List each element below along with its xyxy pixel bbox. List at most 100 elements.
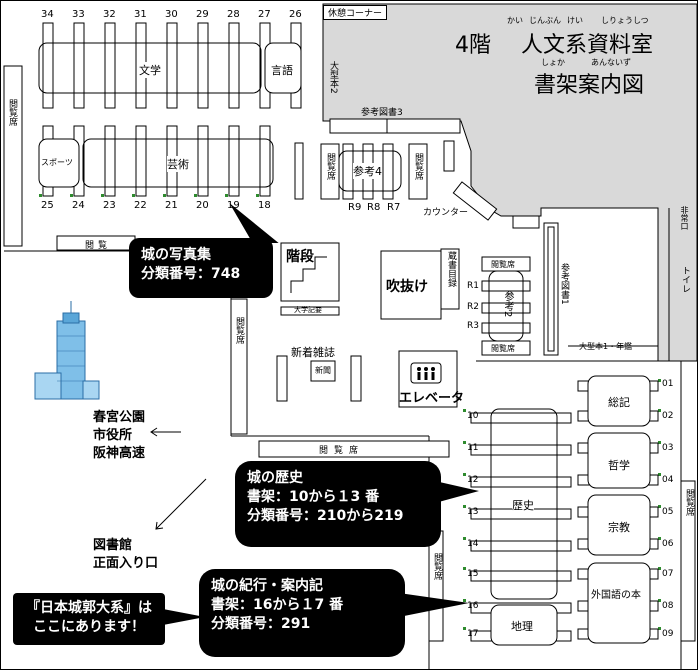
reading-left: 閲覧席: [7, 99, 17, 126]
shelf-number-mid-21: 21: [165, 200, 178, 211]
ref2-label: 参考2: [502, 291, 513, 318]
reading-horizontal: 閲覧席: [319, 446, 365, 456]
shelf-number-right-06: 06: [662, 539, 674, 549]
shelf-number-r-R2: R2: [467, 302, 479, 312]
literature-label: 文学: [139, 62, 161, 78]
religion-label: 宗教: [608, 521, 630, 534]
nihon-jokaku-line1: 『日本城郭大系』は: [26, 600, 152, 616]
shelf-number-ref-R9: R9: [348, 202, 362, 213]
reading-bottom-left: 閲覧: [85, 241, 112, 251]
shelf-number-right-09: 09: [662, 629, 674, 639]
reading-bottom: 閲覧席: [432, 553, 442, 580]
destination-park: 春宮公園: [93, 410, 146, 425]
shelf-number-top-32: 32: [103, 9, 116, 20]
foreign-label: 外国語の本: [591, 590, 641, 601]
univ-records-label: 大学記要: [294, 306, 322, 314]
shelf-number-history-14: 14: [467, 539, 479, 549]
shelf-number-history-15: 15: [467, 569, 479, 579]
shelf-number-right-01: 01: [662, 379, 674, 389]
destination-upper: 春宮公園 市役所 阪神高速: [93, 409, 145, 463]
shelf-number-history-10: 10: [467, 411, 479, 421]
shelf-number-mid-18: 18: [258, 200, 271, 211]
emergency-label: 非常口: [680, 206, 689, 230]
geography-label: 地理: [511, 620, 533, 633]
destination-main-entrance: 正面入り口: [93, 556, 159, 571]
toilet-label: トイレ: [680, 266, 690, 293]
shelf-number-top-27: 27: [258, 9, 271, 20]
shelf-number-right-05: 05: [662, 507, 674, 517]
ruby-line1-2: けい: [567, 16, 583, 25]
castle-travel-line3: 分類番号：291: [211, 616, 311, 632]
shelf-number-top-31: 31: [134, 9, 147, 20]
ruby-line1-1: じんぶん: [529, 16, 561, 25]
ruby-line1-3: しりょうしつ: [601, 16, 649, 25]
shelf-number-mid-24: 24: [72, 200, 85, 211]
callout-castle-history-pointer: [435, 481, 479, 503]
reading-ref2-bottom: 閲覧席: [491, 344, 515, 353]
ref1-label: 参考図書1: [559, 263, 569, 305]
shelf-number-mid-19: 19: [227, 200, 240, 211]
castle-photo-line1: 城の写真集: [141, 247, 211, 263]
castle-travel-line2: 書架：16から１7 番: [211, 597, 344, 613]
ruby-line2-0: しょか: [541, 58, 565, 67]
oversize2-label: 大型本2: [328, 61, 338, 94]
reading-ref-left: 閲覧席: [325, 153, 335, 180]
destination-library: 図書館: [93, 538, 133, 553]
destination-lower: 図書館 正面入り口: [93, 537, 158, 573]
shelf-number-right-07: 07: [662, 569, 674, 579]
shelf-number-history-17: 17: [467, 629, 479, 639]
nihon-jokaku-line2: ここにあります！: [33, 619, 145, 635]
art-label: 芸術: [167, 156, 189, 172]
shelf-number-history-16: 16: [467, 601, 479, 611]
shelf-number-mid-23: 23: [103, 200, 116, 211]
reading-mid-left: 閲覧席: [234, 317, 244, 344]
shelf-number-ref-R8: R8: [367, 202, 381, 213]
reading-right: 閲覧席: [684, 489, 694, 516]
new-mag-label: 新着雑誌: [291, 346, 335, 359]
shelf-number-top-30: 30: [165, 9, 178, 20]
newspaper-label: 新聞: [315, 366, 331, 375]
castle-photo-line2: 分類番号：748: [141, 266, 241, 282]
philosophy-label: 哲学: [608, 459, 630, 472]
shelf-number-r-R1: R1: [467, 281, 479, 291]
catalog-label: 蔵書目録: [446, 251, 456, 287]
destination-expressway: 阪神高速: [93, 446, 146, 461]
shelf-number-mid-22: 22: [134, 200, 147, 211]
shelf-number-ref-R7: R7: [387, 202, 401, 213]
callout-nihon-jokaku: 『日本城郭大系』は ここにあります！: [13, 593, 165, 645]
stairs-label: 階段: [286, 249, 314, 265]
shelf-number-mid-20: 20: [196, 200, 209, 211]
oversize1-label: 大型本1・年鑑: [579, 342, 633, 351]
shelf-number-history-12: 12: [467, 475, 479, 485]
reading-ref-right: 閲覧席: [413, 153, 423, 180]
ruby-line2-1: あんないず: [591, 58, 631, 67]
shelf-number-top-26: 26: [289, 9, 302, 20]
general-label: 総記: [608, 396, 630, 409]
reference4-label: 参考4: [353, 163, 382, 179]
ruby-line1-0: かい: [507, 16, 523, 25]
shelf-number-right-02: 02: [662, 411, 674, 421]
shelf-number-top-28: 28: [227, 9, 240, 20]
callout-castle-photo: 城の写真集 分類番号：748: [129, 238, 273, 298]
shelf-number-history-13: 13: [467, 507, 479, 517]
reading-ref2-top: 閲覧席: [491, 260, 515, 269]
title-line1: 人文系資料室: [521, 33, 654, 58]
castle-history-line2: 書架：10から１3 番: [247, 489, 380, 505]
shelf-number-mid-25: 25: [41, 200, 54, 211]
shelf-number-r-R3: R3: [467, 321, 479, 331]
destination-city-hall: 市役所: [93, 428, 133, 443]
shelf-number-right-08: 08: [662, 601, 674, 611]
shelf-number-top-33: 33: [72, 9, 85, 20]
title-line2: 書架案内図: [534, 73, 645, 98]
castle-travel-line1: 城の紀行・案内記: [211, 578, 323, 594]
rest-corner-label: 休憩コーナー: [323, 5, 387, 20]
castle-history-line1: 城の歴史: [247, 470, 303, 486]
history-label: 歴史: [512, 497, 534, 513]
shelf-number-top-29: 29: [196, 9, 209, 20]
shelf-number-right-03: 03: [662, 443, 674, 453]
elevator-label: エレベータ: [399, 391, 465, 406]
castle-history-line3: 分類番号：210から219: [247, 508, 404, 524]
shelf-number-top-34: 34: [41, 9, 54, 20]
